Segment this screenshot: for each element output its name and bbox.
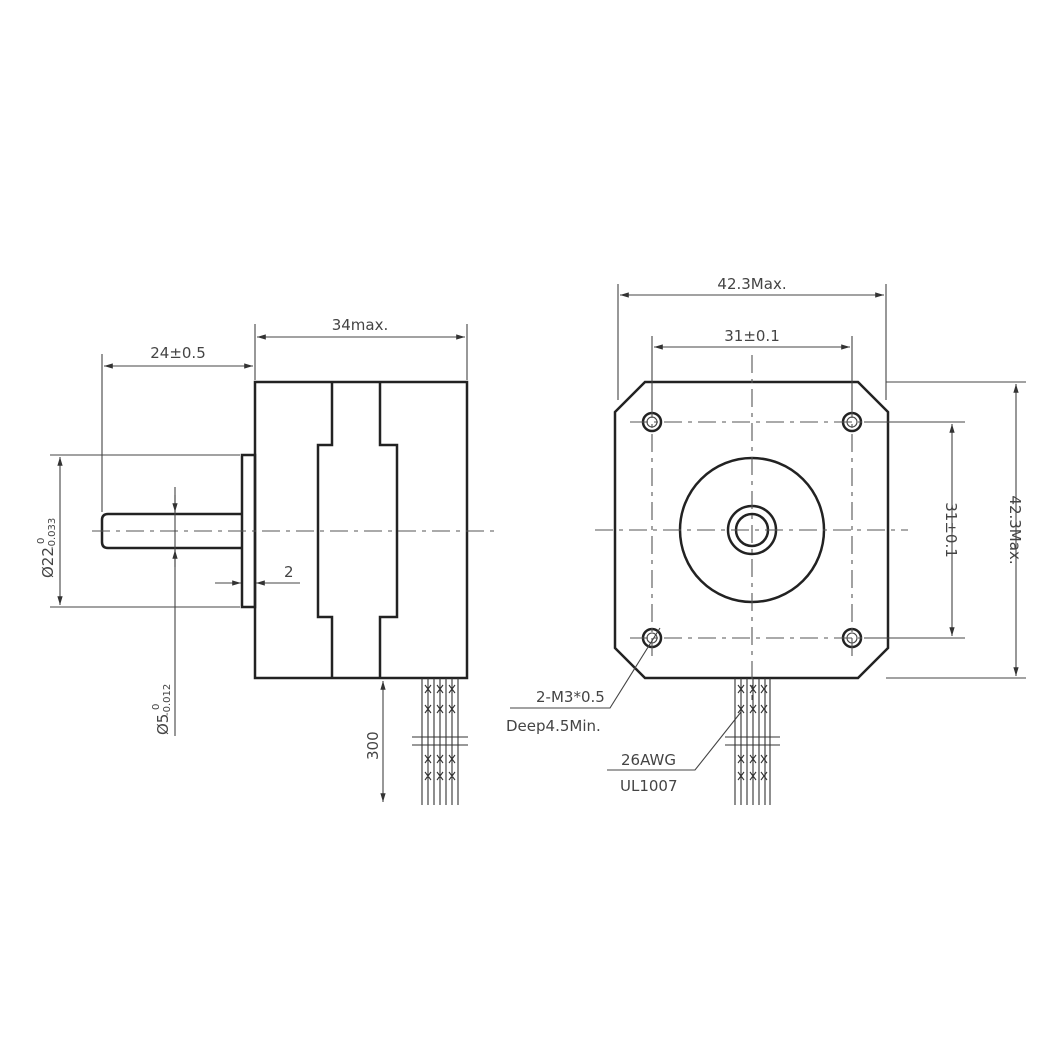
width-label: 42.3Max.	[717, 275, 786, 293]
motor-face	[613, 380, 890, 680]
flange-diameter-label: Ø22	[39, 547, 57, 578]
wire-standard-label: UL1007	[620, 777, 678, 795]
hole-spacing-v-label: 31±0.1	[942, 502, 960, 558]
flange-tol-upper: 0	[36, 538, 47, 544]
shaft-tol-upper: 0	[151, 704, 162, 710]
stator-outline	[316, 382, 399, 678]
lead-length-label: 300	[364, 731, 382, 760]
height-label: 42.3Max.	[1006, 495, 1024, 564]
thread-note: 2-M3*0.5	[536, 688, 605, 706]
shaft-tol-lower: -0.012	[162, 684, 173, 716]
shaft-length-label: 24±0.5	[150, 344, 206, 362]
thread-leader	[510, 627, 661, 709]
front-view: 42.3Max. 31±0.1 31±0.1 42.3Max. 2-M3*0.5…	[506, 275, 1026, 805]
depth-note: Deep4.5Min.	[506, 717, 601, 735]
lead-wires-side	[412, 678, 468, 805]
lead-wires-front	[725, 678, 780, 805]
wire-gauge-label: 26AWG	[621, 751, 676, 769]
motor-body-side	[253, 380, 469, 680]
flange-thickness-label: 2	[284, 563, 294, 581]
body-length-label: 34max.	[332, 316, 389, 334]
flange-tol-lower: -0.033	[47, 518, 58, 550]
side-view: 24±0.5 34max. Ø22 0 -0.033 Ø5 0 -0.012 2…	[36, 316, 495, 805]
shaft-diameter-label: Ø5	[154, 714, 172, 735]
hole-spacing-h-label: 31±0.1	[724, 327, 780, 345]
wire-leader	[607, 711, 742, 771]
